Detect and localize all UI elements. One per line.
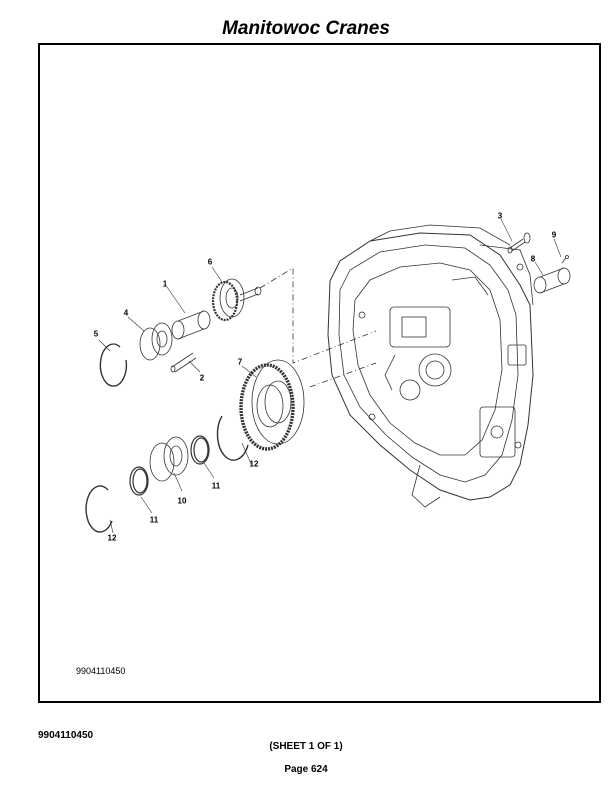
- figure-id: 9904110450: [76, 666, 126, 676]
- part-9-fitting: [561, 255, 569, 264]
- callout-6: 6: [207, 257, 213, 267]
- callout-5: 5: [93, 329, 99, 339]
- callout-7: 7: [237, 357, 243, 367]
- part-5-snap-ring: [99, 343, 128, 387]
- part-1-shaft: [171, 310, 211, 340]
- part-2-pin: [170, 352, 197, 373]
- part-4-bearing: [139, 322, 173, 361]
- callout-2: 2: [199, 373, 205, 383]
- sheet-label: (SHEET 1 OF 1): [269, 741, 343, 752]
- callout-9: 9: [551, 230, 557, 240]
- doc-number: 9904110450: [38, 730, 94, 741]
- callout-8: 8: [530, 254, 536, 264]
- callout-12-upper: 12: [249, 459, 259, 469]
- callout-10: 10: [177, 496, 187, 506]
- callout-11-upper: 11: [211, 481, 221, 491]
- part-6-gear: [211, 278, 262, 322]
- part-12-snap-ring-upper: [216, 415, 249, 461]
- part-11-ring-lower: [129, 466, 149, 496]
- callout-4: 4: [123, 308, 129, 318]
- page-number: Page 624: [284, 764, 328, 775]
- exploded-view-drawing: [85, 218, 571, 534]
- header-title: Manitowoc Cranes: [222, 18, 390, 39]
- callout-3: 3: [497, 211, 503, 221]
- diagram-frame: 1 2 3 4 5 6 7 8 9 10 11 11 12 12 9904110…: [38, 43, 601, 703]
- part-11-ring-upper: [190, 435, 210, 465]
- leader-lines: [98, 218, 562, 534]
- callout-1: 1: [162, 279, 168, 289]
- transmission-housing: [327, 224, 534, 508]
- part-12-snap-ring-lower: [85, 485, 113, 533]
- callout-11-lower: 11: [149, 515, 159, 525]
- part-10-bearing: [149, 436, 189, 482]
- centerlines: [259, 267, 377, 388]
- part-7-gear: [239, 359, 305, 451]
- part-8-sleeve: [533, 267, 571, 294]
- part-3-bolt: [507, 232, 531, 254]
- callout-12-lower: 12: [107, 533, 117, 543]
